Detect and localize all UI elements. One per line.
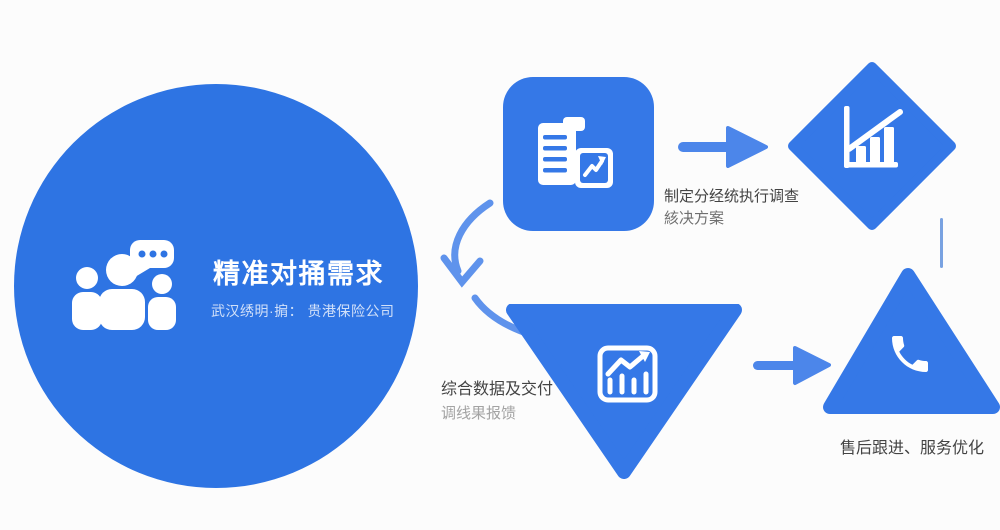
speech-bubble-icon <box>130 240 174 280</box>
vertical-connector-line <box>940 218 943 268</box>
people-group-icon <box>72 240 176 330</box>
data-label-line2: 调线果报馈 <box>441 405 517 422</box>
analysis-node <box>788 62 956 230</box>
data-label-line1: 综合数据及交付 <box>441 381 554 398</box>
plan-label-line1: 制定分经统执行调查 <box>664 188 800 205</box>
bar-chart-icon <box>844 106 903 168</box>
after-sales-label: 售后跟进、服务优化 <box>840 440 985 457</box>
phone-icon <box>892 336 928 372</box>
after-sales-node <box>823 268 1000 414</box>
main-title: 精准对捅需求 <box>213 259 384 289</box>
arrow-right-top-icon <box>678 126 768 168</box>
plan-label: 制定分经统执行调查 絯决方案 <box>664 186 799 230</box>
main-subtitle: 武汉绣明·掮： 贵港保险公司 <box>211 303 395 319</box>
documents-icon <box>538 117 613 188</box>
arrow-right-bottom-icon <box>753 346 831 385</box>
data-label: 综合数据及交付 调线果报馈 <box>441 378 553 426</box>
line-chart-icon <box>597 345 658 403</box>
data-node <box>506 304 742 479</box>
trend-chart-card-icon <box>575 148 613 188</box>
plan-label-line2: 絯决方案 <box>664 210 725 227</box>
